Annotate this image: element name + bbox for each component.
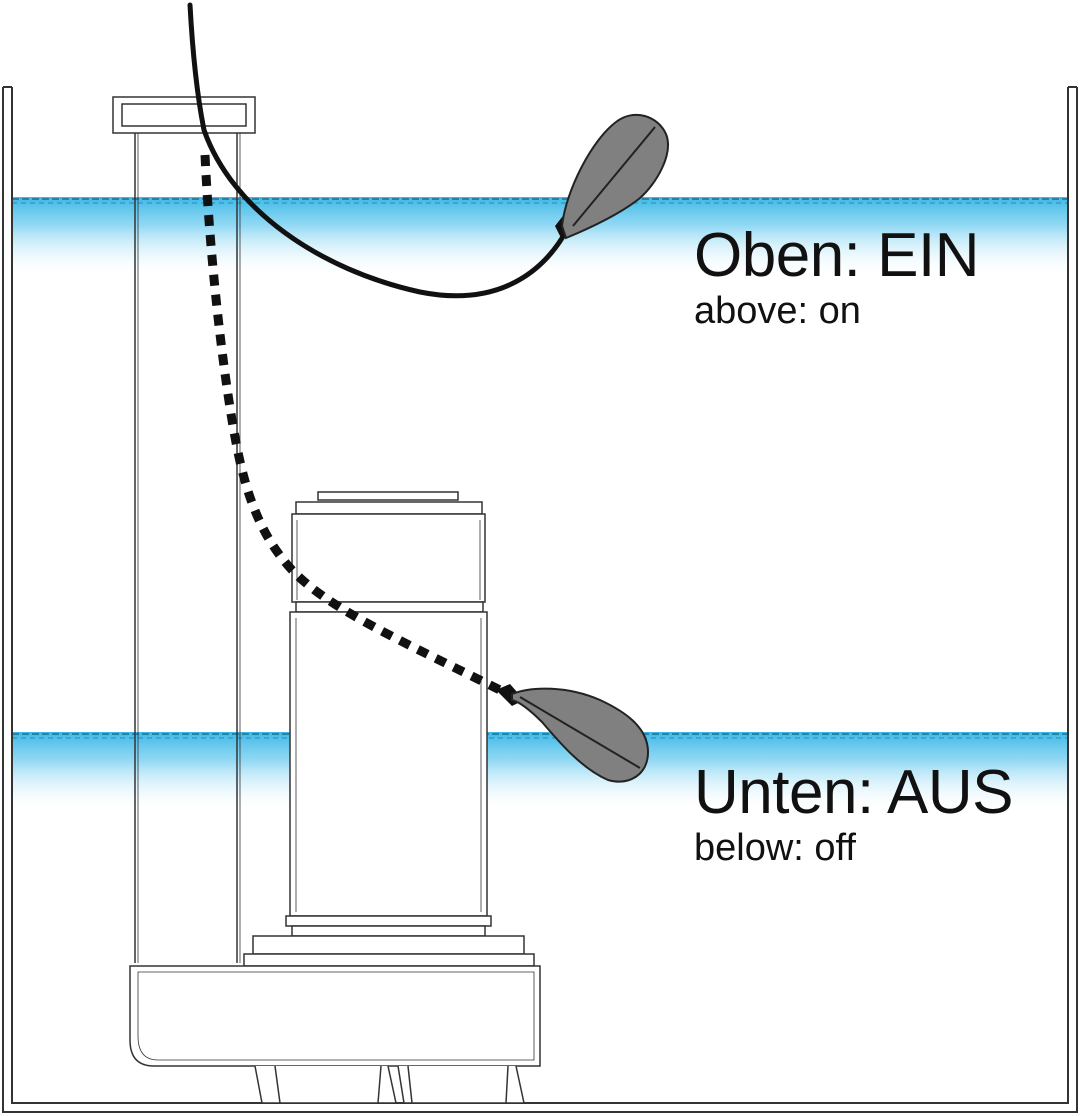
pump-body [243, 491, 535, 967]
upper-float-switch [555, 113, 669, 240]
tank-outline [2, 86, 1078, 1113]
upper-level-label: Oben: EIN [694, 221, 979, 290]
lower-float-switch [496, 684, 650, 783]
discharge-pipe [112, 96, 256, 963]
upper-level-sublabel: above: on [694, 290, 861, 332]
lower-level-label: Unten: AUS [694, 758, 1013, 827]
pump-base [129, 965, 541, 1067]
lower-float-cable [200, 154, 513, 700]
lower-level-sublabel: below: off [694, 827, 856, 869]
upper-float-cable [187, 2, 571, 299]
pump-feet [254, 1065, 525, 1104]
lower-water-level [12, 732, 1068, 812]
